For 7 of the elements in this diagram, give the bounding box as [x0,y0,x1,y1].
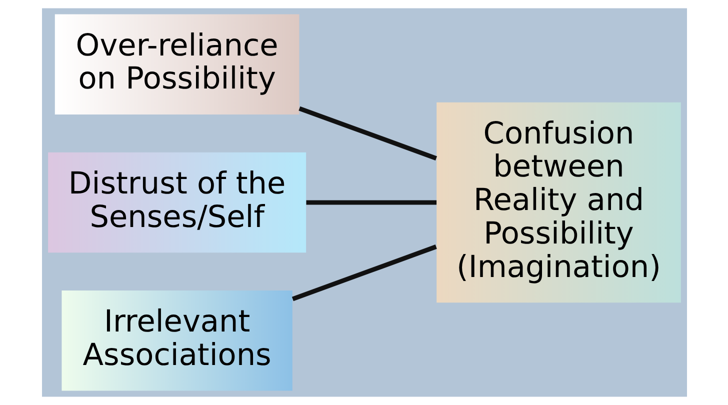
connector [306,200,436,205]
connector [298,106,437,160]
node-box: Confusion between Reality and Possibility (Imagination) [436,102,680,303]
connector [291,244,436,302]
node-box: Distrust of the Senses/Self [48,152,306,253]
node-box: Over-reliance on Possibility [54,14,299,114]
node-box: Irrelevant Associations [61,290,292,391]
